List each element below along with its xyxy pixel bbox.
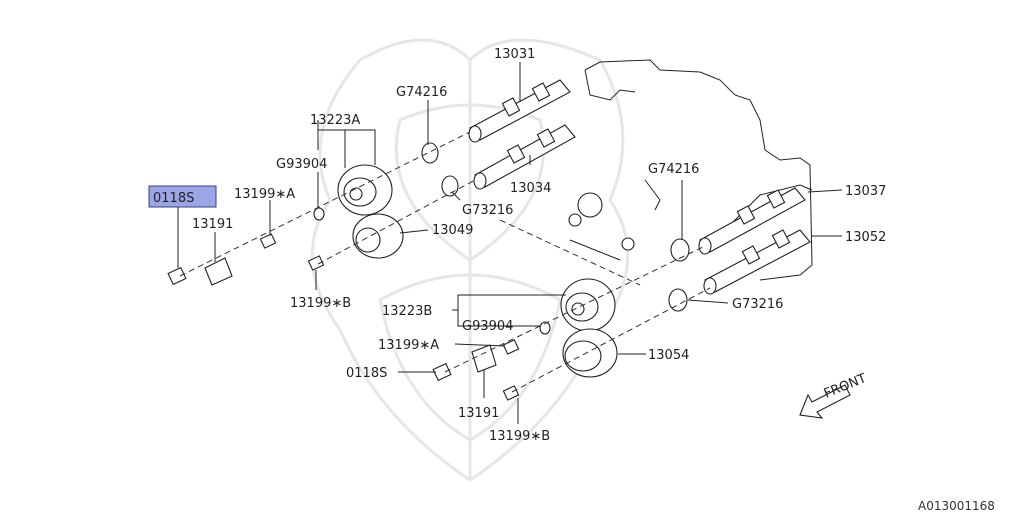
label-g73216-upper[interactable]: G73216 xyxy=(462,203,513,218)
label-g74216-upper[interactable]: G74216 xyxy=(396,85,447,100)
label-13199a-lower[interactable]: 13199∗A xyxy=(378,338,439,353)
label-13034[interactable]: 13034 xyxy=(510,181,551,196)
cam-sprocket-13223b xyxy=(560,278,616,332)
plate-13191-upper xyxy=(204,257,233,286)
camshaft-13037 xyxy=(698,187,806,255)
bolt-0118s-lower xyxy=(432,362,452,382)
label-0118s-highlighted[interactable]: 0118S xyxy=(153,191,194,206)
label-0118s-lower[interactable]: 0118S xyxy=(346,366,387,381)
label-13049[interactable]: 13049 xyxy=(432,223,473,238)
bolt-13199a-lower xyxy=(502,339,520,355)
front-arrow: FRONT xyxy=(799,371,869,419)
washer-g93904-upper xyxy=(313,207,325,221)
label-13052[interactable]: 13052 xyxy=(845,230,886,245)
label-13199b-upper[interactable]: 13199∗B xyxy=(290,296,351,311)
label-g74216-lower[interactable]: G74216 xyxy=(648,162,699,177)
label-g73216-lower[interactable]: G73216 xyxy=(732,297,783,312)
bolt-13199b-lower xyxy=(502,385,520,401)
label-13223a[interactable]: 13223A xyxy=(310,113,360,128)
bolt-13199a-upper xyxy=(259,233,277,249)
idler-sprocket-13054 xyxy=(562,328,618,378)
oil-seal-g73216-upper xyxy=(441,175,459,197)
label-13054[interactable]: 13054 xyxy=(648,348,689,363)
label-13031[interactable]: 13031 xyxy=(494,47,535,62)
idler-sprocket-13049 xyxy=(352,213,404,259)
bolt-13199b-upper xyxy=(307,255,325,271)
label-13191-upper[interactable]: 13191 xyxy=(192,217,233,232)
washer-g93904-lower xyxy=(539,321,551,335)
label-g93904-lower[interactable]: G93904 xyxy=(462,319,513,334)
camshaft-13031 xyxy=(468,79,571,143)
oil-seal-g73216-lower xyxy=(668,288,688,312)
valve-lifters xyxy=(568,179,661,261)
bolt-0118s-upper xyxy=(167,266,187,286)
oil-seal-g74216-upper xyxy=(421,142,439,164)
camshaft-13034 xyxy=(473,124,576,190)
oil-seal-g74216-lower xyxy=(670,238,690,262)
highlight-box-0118s[interactable] xyxy=(148,185,217,208)
label-13199b-lower[interactable]: 13199∗B xyxy=(489,429,550,444)
label-13037[interactable]: 13037 xyxy=(845,184,886,199)
label-g93904-upper[interactable]: G93904 xyxy=(276,157,327,172)
plate-13191-lower xyxy=(471,344,497,373)
label-13223b[interactable]: 13223B xyxy=(382,304,432,319)
leader-lines xyxy=(177,62,843,424)
figure-id: A013001168 xyxy=(918,499,995,512)
cam-sprocket-13223a xyxy=(337,164,393,216)
label-13199a-upper[interactable]: 13199∗A xyxy=(234,187,295,202)
label-13191-lower[interactable]: 13191 xyxy=(458,406,499,421)
assembly-axes xyxy=(179,131,711,393)
